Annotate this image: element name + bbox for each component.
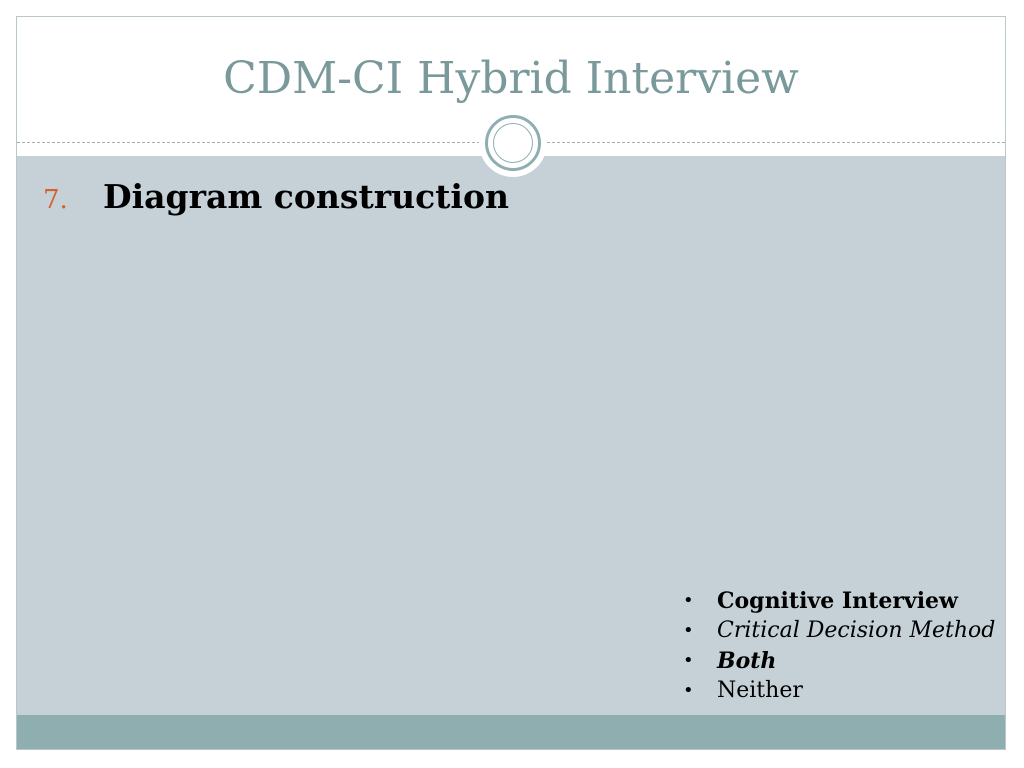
ring-inner [493,123,533,163]
legend-label: Both [717,648,777,674]
legend-item-neither: • Neither [683,676,995,706]
numbered-item: 7. Diagram construction [43,177,509,221]
legend-label: Neither [717,678,803,703]
legend-item-critical-decision-method: • Critical Decision Method [683,616,995,646]
bullet-icon: • [683,620,694,641]
footer-band [17,715,1005,749]
slide-title: CDM-CI Hybrid Interview [223,53,799,104]
legend-item-cognitive-interview: • Cognitive Interview [683,586,995,616]
legend-label: Cognitive Interview [717,588,958,614]
bullet-icon: • [683,680,694,701]
slide: CDM-CI Hybrid Interview 7. Diagram const… [16,16,1006,750]
content-area [17,156,1005,715]
bullet-icon: • [683,650,694,671]
legend-list: • Cognitive Interview • Critical Decisio… [683,586,995,706]
legend-item-both: • Both [683,646,995,676]
item-heading: Diagram construction [103,177,509,216]
bullet-icon: • [683,590,694,611]
legend-label: Critical Decision Method [717,618,996,643]
decorative-ring-icon [479,109,547,177]
ring-outer [485,115,541,171]
item-number: 7. [43,185,68,215]
